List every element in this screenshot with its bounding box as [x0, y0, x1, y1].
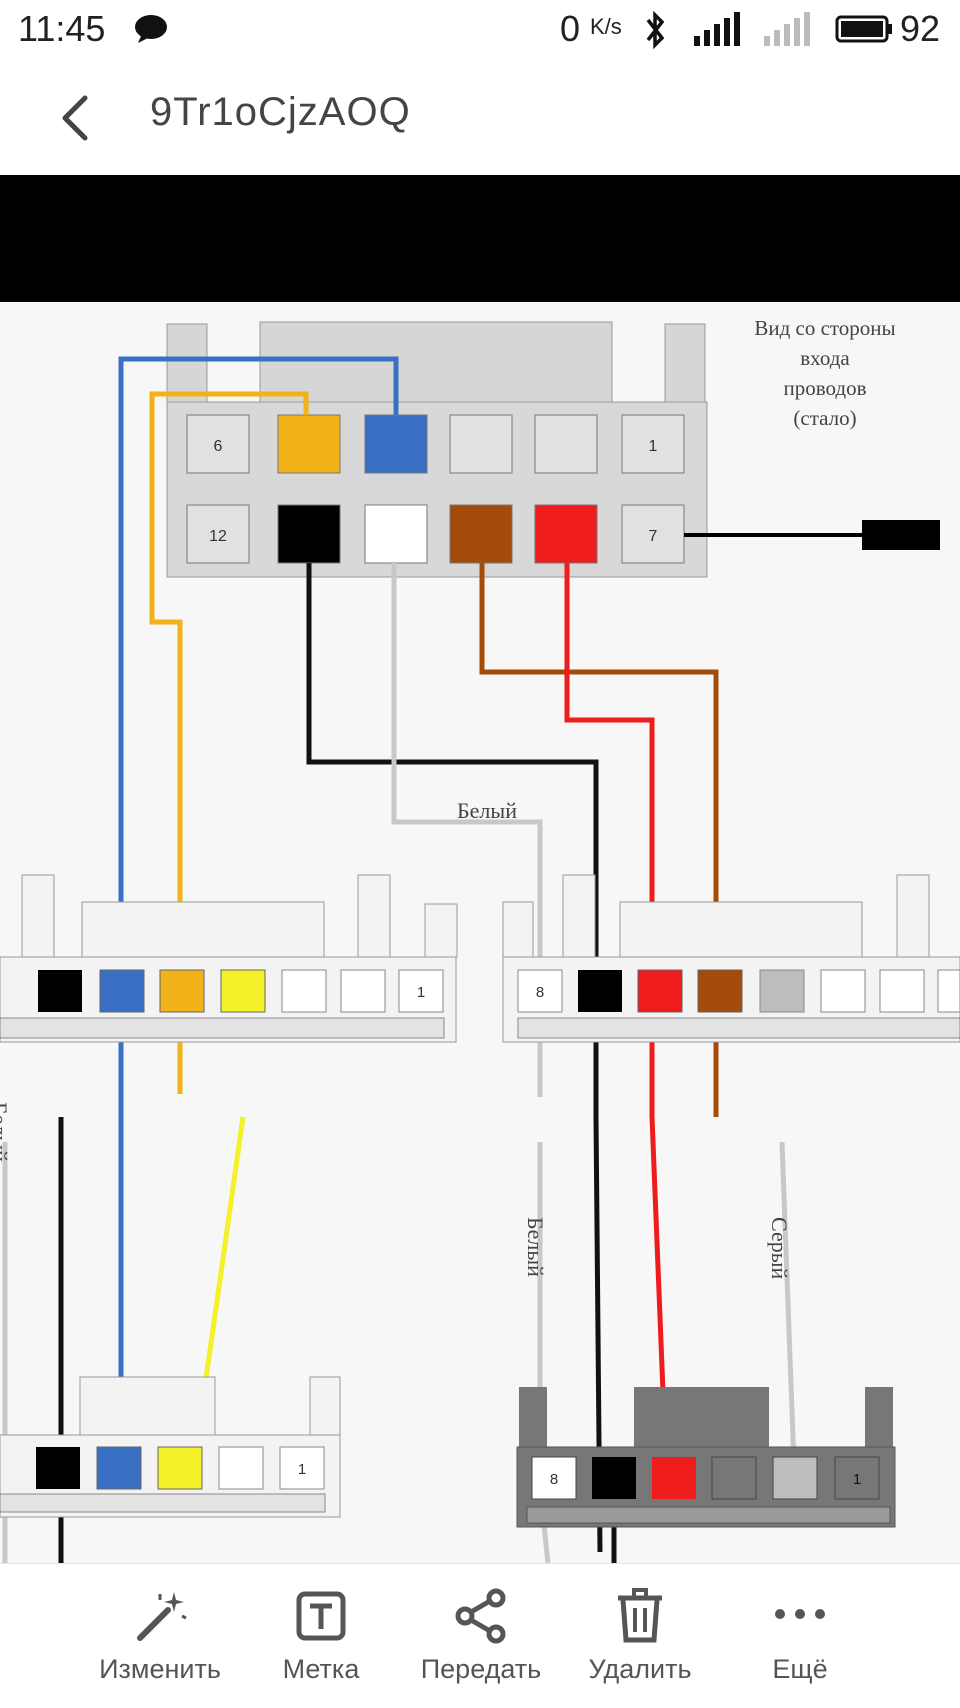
label-button-label: Метка: [282, 1654, 360, 1684]
share-icon: [455, 1588, 506, 1644]
bottom-right-connector: 8 1: [516, 1387, 896, 1528]
share-button-label: Передать: [420, 1654, 542, 1684]
middle-right-connector: 8: [502, 874, 960, 1043]
chat-icon: [135, 15, 167, 43]
pin-label-8b: 8: [550, 1471, 558, 1488]
magic-wand-icon: [137, 1592, 187, 1641]
label-grey: Серый: [767, 1217, 792, 1279]
battery-percent: 92: [900, 8, 941, 49]
wires: [2, 356, 798, 1563]
more-dots-icon: [775, 1609, 825, 1619]
more-button-label: Ещё: [772, 1654, 828, 1684]
edit-button-label: Изменить: [99, 1654, 221, 1684]
pin-label-1a: 1: [417, 984, 425, 1001]
battery-icon: [835, 15, 892, 43]
share-button[interactable]: Передать: [406, 1586, 556, 1685]
side-note-line-1: Вид со стороны: [754, 316, 895, 340]
pin-6-label: 6: [214, 438, 223, 455]
bluetooth-icon: [646, 10, 665, 50]
label-white-mid: Белый: [457, 798, 517, 823]
arrow-back-icon[interactable]: [55, 90, 95, 146]
signal-weak-icon: [764, 12, 810, 46]
bottom-left-connector: 1: [0, 1376, 341, 1518]
pin-label-1b: 1: [298, 1461, 306, 1478]
label-button[interactable]: Метка: [246, 1586, 396, 1685]
label-white-right: Белый: [523, 1217, 548, 1277]
delete-button-label: Удалить: [588, 1654, 692, 1684]
delete-button[interactable]: Удалить: [565, 1586, 715, 1685]
bottom-action-bar: Изменить Метка Передать Удалить: [0, 1563, 960, 1708]
status-time: 11:45: [18, 8, 106, 49]
ground-terminal: [862, 520, 940, 550]
signal-strength-icon: [694, 12, 740, 46]
side-note-line-3: проводов: [783, 376, 866, 400]
side-note-line-2: входа: [800, 346, 850, 370]
top-connector: 6 1 12 7: [166, 321, 708, 578]
side-note-line-4: (стало): [793, 406, 856, 430]
text-label-icon: [296, 1591, 346, 1641]
label-white-left: Белый: [0, 1102, 12, 1162]
edit-button[interactable]: Изменить: [85, 1586, 235, 1685]
middle-left-connector: 1: [0, 874, 458, 1043]
photo-black-band: [0, 175, 960, 302]
pin-7-label: 7: [649, 528, 658, 545]
app-bar: 9Tr1oCjzAOQ: [0, 60, 960, 175]
pin-1-label: 1: [649, 438, 658, 455]
side-note: Вид со стороны входа проводов (стало): [754, 316, 895, 430]
status-bar: 11:45 0 K/s 92: [0, 0, 960, 60]
more-button[interactable]: Ещё: [725, 1586, 875, 1685]
pin-label-8a: 8: [536, 984, 544, 1001]
photo-viewer[interactable]: 6 1 12 7 Вид со стороны входа проводов (…: [0, 175, 960, 1563]
wiring-diagram-image: 6 1 12 7 Вид со стороны входа проводов (…: [0, 302, 960, 1563]
net-speed: 0: [560, 8, 581, 49]
page-title: 9Tr1oCjzAOQ: [150, 90, 411, 134]
trash-icon: [618, 1588, 662, 1643]
pin-12-label: 12: [209, 528, 227, 545]
net-speed-unit: K/s: [590, 14, 622, 39]
pin-label-1c: 1: [853, 1471, 861, 1488]
